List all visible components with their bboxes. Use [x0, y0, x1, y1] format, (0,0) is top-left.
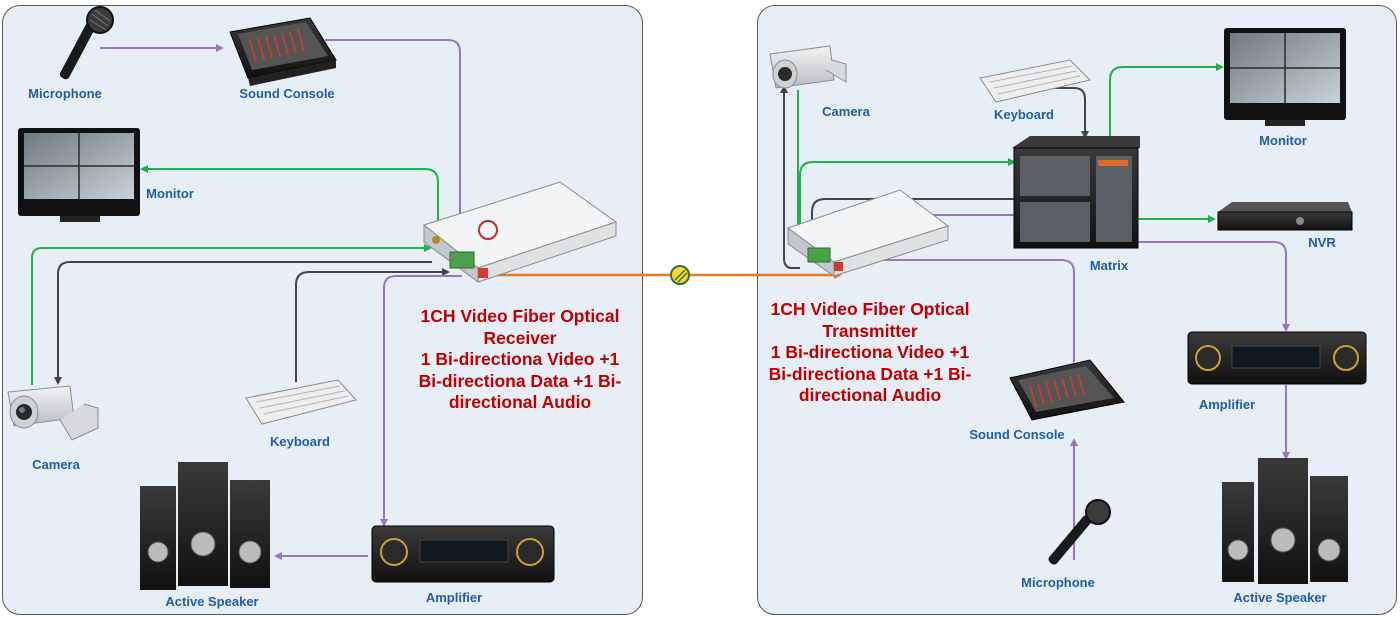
nvr-icon — [1217, 202, 1353, 231]
wire-console-to-receiver — [325, 39, 464, 242]
keyboard-label: Keyboard — [270, 434, 330, 449]
camera-icon-right — [769, 45, 847, 89]
receiver-description-line: directional Audio — [448, 392, 592, 412]
amplifier-icon-right — [1187, 331, 1367, 385]
wire-transmitter-to-camera — [780, 85, 800, 269]
receiver-panel — [2, 5, 643, 615]
sound-console-label-right: Sound Console — [969, 427, 1065, 442]
keyboard-label-right: Keyboard — [994, 107, 1054, 122]
amplifier-label: Amplifier — [425, 590, 483, 605]
matrix-label: Matrix — [1089, 258, 1129, 273]
monitor-label: Monitor — [146, 186, 194, 201]
receiver-description-line: Bi-directiona Data +1 Bi- — [418, 370, 622, 391]
active-speaker-icon-right — [1222, 458, 1348, 584]
transmitter-description-line: Bi-directiona Data +1 Bi- — [768, 363, 972, 384]
wire-matrix-to-amplifier — [1138, 241, 1290, 332]
active-speaker-label: Active Speaker — [165, 594, 259, 609]
transmitter-description-line: 1 Bi-directiona Video +1 — [770, 342, 970, 362]
receiver-description-line: Receiver — [483, 327, 557, 348]
microphone-label-right: Microphone — [1021, 575, 1095, 590]
microphone-icon — [59, 6, 114, 80]
fiber-link — [486, 265, 842, 285]
wire-receiver-to-camera — [54, 261, 432, 385]
amplifier-label-right: Amplifier — [1198, 397, 1256, 412]
wire-keyboard-to-receiver — [295, 268, 450, 382]
wire-keyboard-to-matrix — [1030, 87, 1089, 139]
nvr-label: NVR — [1308, 235, 1336, 250]
matrix-icon — [1012, 136, 1140, 249]
wire-receiver-to-amplifier — [380, 275, 462, 527]
active-speaker-icon — [140, 462, 270, 590]
monitor-label-right: Monitor — [1259, 133, 1307, 148]
monitor-icon-right — [1224, 28, 1346, 126]
wire-transmitter-to-matrix — [799, 158, 1016, 235]
active-speaker-label-right: Active Speaker — [1233, 590, 1327, 605]
wire-matrix-to-transmitter — [808, 198, 1014, 244]
sound-console-icon-right — [1009, 359, 1125, 421]
sound-console-label: Sound Console — [239, 86, 335, 101]
wire-console-to-transmitter — [836, 256, 1075, 362]
keyboard-icon — [245, 379, 357, 425]
wire-camera-to-receiver — [31, 244, 432, 385]
transmitter-description: 1CH Video Fiber Optical Transmitter 1 Bi… — [750, 299, 990, 407]
camera-label: Camera — [32, 457, 80, 472]
wire-receiver-to-monitor — [140, 165, 439, 238]
camera-label-right: Camera — [822, 104, 870, 119]
receiver-description-line: 1CH Video Fiber Optical — [420, 306, 620, 326]
fiber-transmitter-icon — [786, 189, 950, 277]
receiver-description: 1CH Video Fiber Optical Receiver 1 Bi-di… — [400, 306, 640, 414]
microphone-icon-right — [1048, 499, 1111, 565]
transmitter-description-line: directional Audio — [798, 385, 942, 405]
microphone-label: Microphone — [28, 86, 102, 101]
receiver-description-line: 1 Bi-directiona Video +1 — [420, 349, 620, 369]
wire-matrix-to-monitor — [1109, 63, 1224, 140]
keyboard-icon-right — [979, 59, 1091, 103]
sound-console-icon — [229, 17, 337, 86]
transmitter-description-line: 1CH Video Fiber Optical — [770, 299, 970, 319]
transmitter-description-line: Transmitter — [822, 320, 918, 341]
fiber-receiver-icon — [422, 181, 618, 283]
monitor-icon — [18, 128, 140, 222]
amplifier-icon — [371, 525, 555, 583]
camera-icon — [7, 385, 99, 441]
